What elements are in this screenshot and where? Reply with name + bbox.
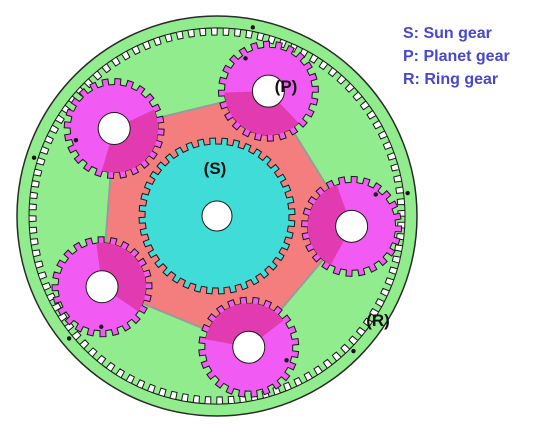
gear-legend: S: Sun gear P: Planet gear R: Ring gear xyxy=(403,22,510,91)
legend-sun-gear: S: Sun gear xyxy=(403,25,492,42)
legend-ring-gear: R: Ring gear xyxy=(403,71,499,88)
planet-gear-hole xyxy=(97,112,131,146)
ring-marker-dot xyxy=(351,348,356,354)
ring-gear-teeth xyxy=(28,27,406,405)
planet-gear-hole xyxy=(335,209,369,243)
planet-gear xyxy=(198,296,300,398)
planet-gear-hole xyxy=(232,330,266,364)
sun-gear-hole xyxy=(201,200,233,232)
planet-gear xyxy=(63,77,165,180)
planet-marker-dot xyxy=(284,358,289,363)
planet-gear xyxy=(51,236,153,338)
planet-gear-shade xyxy=(101,108,159,173)
ring-marker-dot xyxy=(31,155,37,160)
planet-gear xyxy=(301,175,403,277)
planet-gear-shade xyxy=(307,183,352,267)
sun-gear-label: (S) xyxy=(204,159,227,178)
planet-gear-hole xyxy=(85,270,119,304)
planet-gear-shade xyxy=(204,303,286,348)
planet-marker-dot xyxy=(373,192,378,197)
sun-gear xyxy=(138,137,296,295)
planet-gears xyxy=(51,40,403,398)
planet-marker-dot xyxy=(243,56,248,61)
planet-gear-hole xyxy=(251,74,285,108)
planet-marker-dot xyxy=(73,137,79,143)
planet-gear-shade xyxy=(96,242,147,313)
ring-marker-dots xyxy=(31,25,410,354)
ring-gear-label: (R) xyxy=(366,311,390,330)
planet-gear-label: (P) xyxy=(275,77,298,96)
planet-gear xyxy=(217,40,319,142)
planet-marker-dot xyxy=(99,324,104,329)
ring-marker-dot xyxy=(250,25,256,30)
planet-gear-shade xyxy=(224,91,301,136)
legend-planet-gear: P: Planet gear xyxy=(403,48,510,65)
ring-marker-dot xyxy=(66,336,72,341)
ring-marker-dot xyxy=(405,190,410,196)
